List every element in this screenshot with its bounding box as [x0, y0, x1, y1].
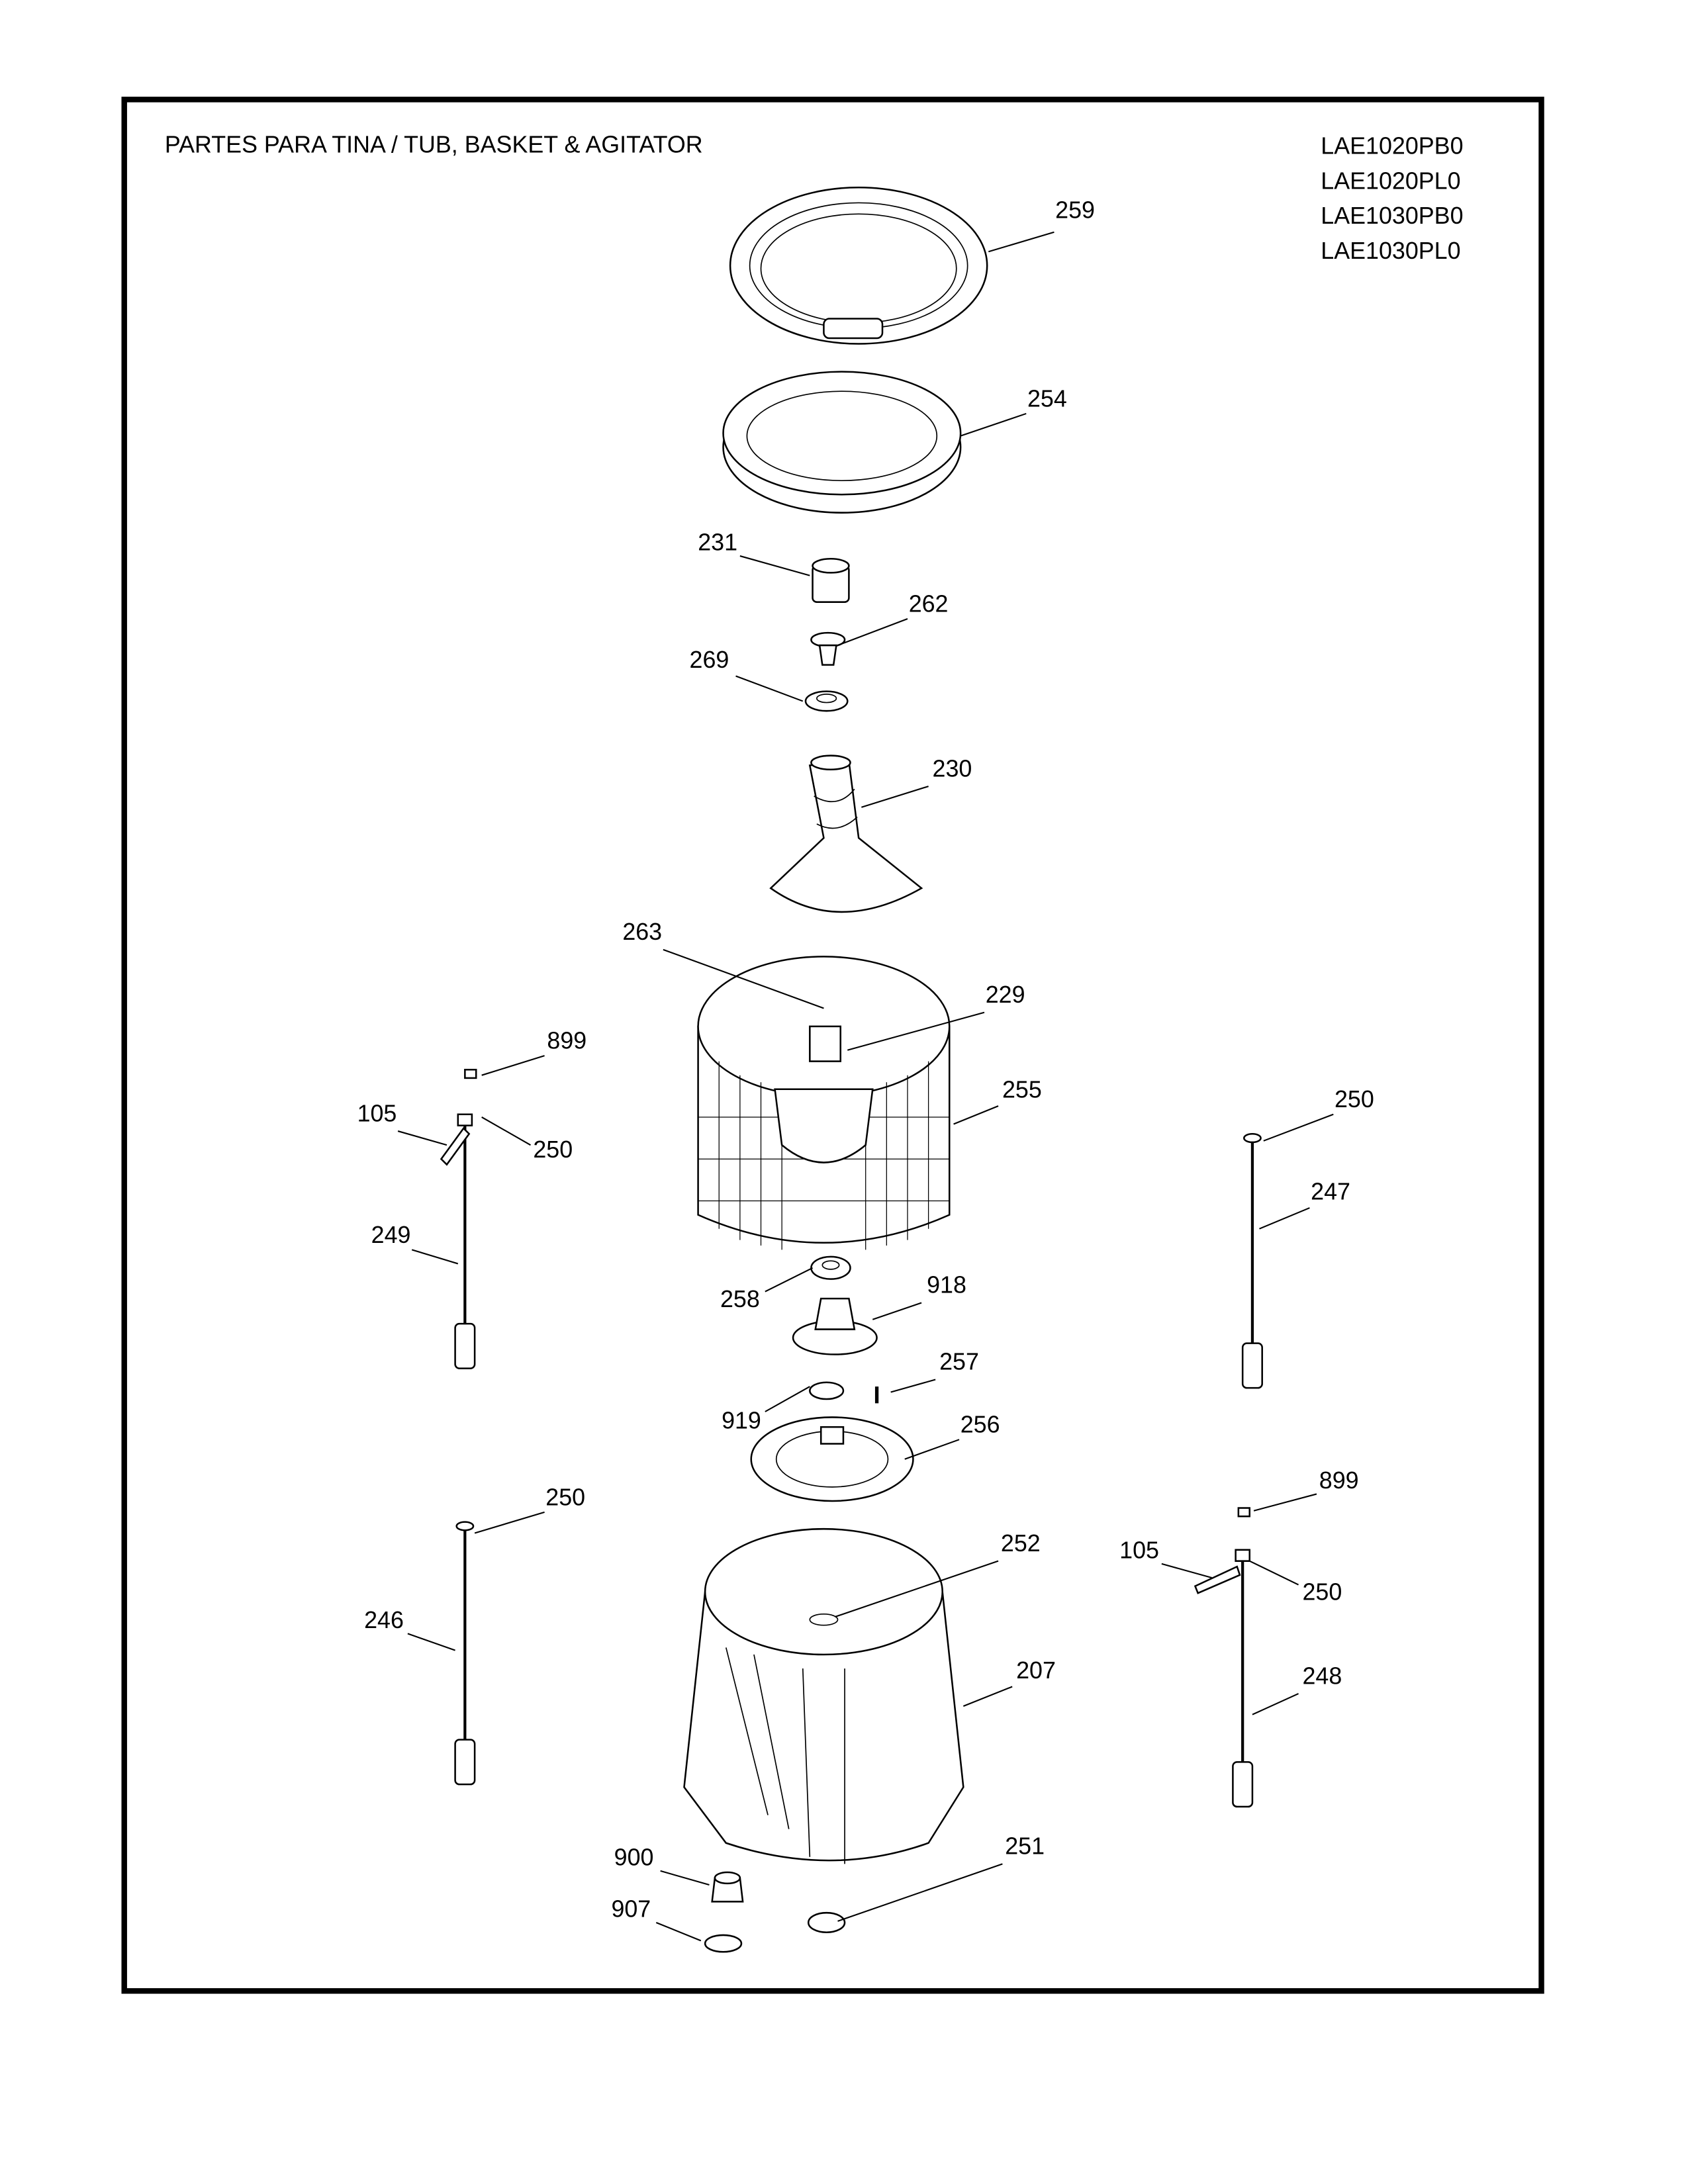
model-number: LAE1020PL0 [1321, 167, 1460, 194]
leader-line [837, 1863, 1003, 1922]
part-callout-262: 262 [909, 590, 949, 617]
leader-line [904, 1439, 960, 1460]
suspension-rod-248 [1194, 1507, 1254, 1808]
spline-washer-919 [809, 1381, 845, 1400]
tub-cover-259 [729, 186, 988, 345]
leader-line [861, 786, 929, 808]
leader-line [847, 1011, 985, 1051]
part-callout-259: 259 [1055, 197, 1095, 224]
page-border [121, 97, 1544, 1994]
leader-line [397, 1130, 447, 1146]
part-callout-229: 229 [986, 981, 1025, 1008]
leader-line [735, 675, 804, 702]
leader-line [953, 1105, 999, 1125]
part-callout-899: 899 [1319, 1467, 1359, 1494]
leader-line [481, 1055, 545, 1076]
leader-line [960, 412, 1027, 437]
part-callout-900: 900 [614, 1844, 654, 1870]
leader-line [765, 1267, 814, 1293]
part-callout-258: 258 [720, 1286, 760, 1312]
leader-line [1263, 1113, 1334, 1142]
leader-line [1161, 1563, 1213, 1579]
part-callout-247: 247 [1311, 1178, 1350, 1205]
leader-line [1253, 1493, 1317, 1512]
leader-line [834, 1560, 999, 1618]
suspension-rod-249 [440, 1068, 477, 1369]
leader-line [474, 1511, 545, 1534]
hub-918 [792, 1297, 878, 1355]
leader-line [407, 1633, 455, 1651]
leader-line [890, 1379, 936, 1393]
leader-line [962, 1686, 1013, 1707]
suspension-rod-246 [454, 1521, 476, 1786]
outer-tub-207 [683, 1527, 964, 1864]
agitator-bolt-262 [810, 631, 846, 666]
part-callout-252: 252 [1001, 1530, 1041, 1557]
balance-ring-254 [722, 371, 962, 514]
mounting-plate-256 [750, 1416, 914, 1502]
model-number: LAE1030PL0 [1321, 238, 1460, 264]
leader-line [663, 948, 824, 1009]
agitator-230 [769, 754, 923, 913]
part-callout-250: 250 [533, 1136, 573, 1163]
leader-line [739, 555, 810, 576]
part-callout-263: 263 [622, 919, 662, 945]
leader-line [1259, 1207, 1310, 1230]
part-callout-899: 899 [547, 1028, 586, 1054]
leader-line [1252, 1693, 1299, 1715]
leader-line [481, 1116, 532, 1146]
washer-269 [804, 690, 849, 712]
leader-line [655, 1921, 702, 1942]
part-callout-248: 248 [1302, 1662, 1342, 1689]
part-callout-207: 207 [1016, 1657, 1056, 1684]
leader-line [988, 231, 1055, 253]
part-callout-251: 251 [1005, 1833, 1045, 1860]
part-callout-256: 256 [961, 1412, 1000, 1438]
part-callout-250: 250 [1302, 1579, 1342, 1606]
part-callout-105: 105 [1119, 1537, 1159, 1563]
seal-251 [807, 1911, 846, 1933]
suspension-rod-247 [1241, 1133, 1263, 1389]
part-callout-231: 231 [698, 529, 737, 556]
o-ring-907 [704, 1934, 743, 1953]
part-callout-254: 254 [1027, 385, 1067, 412]
pump-900 [711, 1871, 744, 1903]
part-callout-250: 250 [1335, 1086, 1374, 1113]
part-callout-230: 230 [933, 755, 972, 782]
leader-line [872, 1302, 922, 1320]
leader-line [660, 1870, 710, 1886]
model-number: LAE1030PB0 [1321, 203, 1463, 229]
part-callout-919: 919 [722, 1407, 761, 1433]
part-callout-907: 907 [611, 1896, 651, 1923]
nut-258 [810, 1255, 851, 1280]
part-callout-105: 105 [357, 1100, 397, 1126]
leader-line [765, 1386, 810, 1412]
leader-line [837, 618, 908, 647]
part-callout-249: 249 [371, 1222, 411, 1248]
part-callout-257: 257 [939, 1349, 979, 1375]
wash-basket-255 [697, 956, 951, 1250]
leader-line [411, 1249, 459, 1265]
callout-layer: 259 254 231 262 269 230 263 229 255 899 105 250 249 2… [357, 197, 1374, 1942]
part-callout-918: 918 [927, 1272, 966, 1298]
part-callout-250: 250 [545, 1484, 585, 1510]
part-callout-255: 255 [1002, 1076, 1042, 1103]
part-callout-269: 269 [690, 647, 729, 673]
part-callout-246: 246 [364, 1607, 404, 1633]
leader-line [1249, 1560, 1299, 1586]
agitator-cap-231 [812, 558, 850, 603]
diagram-title: PARTES PARA TINA / TUB, BASKET & AGITATO… [165, 132, 703, 158]
model-number: LAE1020PB0 [1321, 133, 1463, 159]
